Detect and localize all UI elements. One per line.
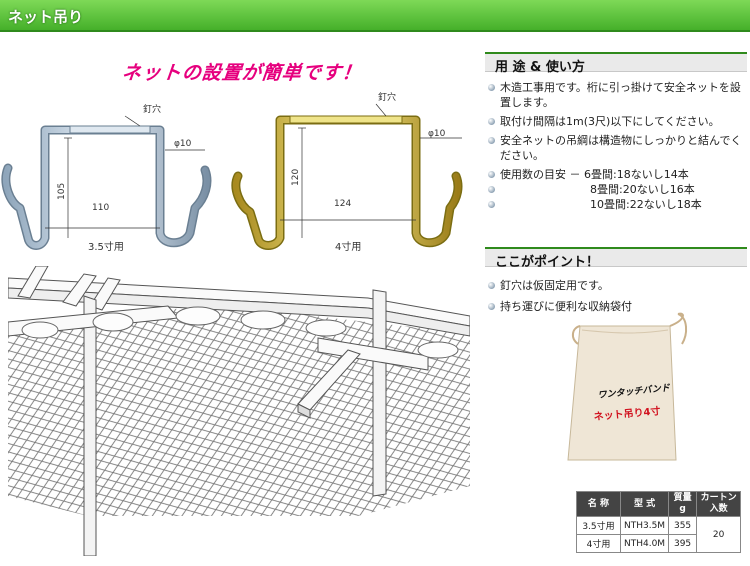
list-item: 木造工事用です。桁に引っ掛けて安全ネットを設置します。 [484,80,748,110]
cell-weight: 355 [668,516,698,535]
points-heading: ここがポイント！ [495,255,600,270]
cell-model: NTH3.5M [619,516,670,535]
height-label: 105 [57,183,67,200]
hanger-4-diagram: 釘穴 φ10 120 124 [231,91,463,250]
list-subitem: 10畳間:22ないし18本 [484,197,748,212]
page-title: ネット吊り [8,8,84,26]
header-model: 型 式 [619,491,670,517]
list-item: 安全ネットの吊綱は構造物にしっかりと結んでください。 [484,133,748,163]
width-label: 124 [334,199,351,209]
hanger-3-5-caption: 3.5寸用 [88,242,124,253]
height-label: 120 [291,169,301,186]
cell-name: 4寸用 [576,534,621,553]
hanger-3-5-diagram: 釘穴 φ10 105 110 [1,103,212,250]
list-item: 持ち運びに便利な収納袋付 [484,299,748,314]
usage-heading-bar: 用 途 & 使い方 [485,52,747,75]
title-bar: ネット吊り [0,0,750,32]
cell-carton-qty: 20 [696,516,742,553]
table-row: 4寸用 NTH4.0M 395 [576,534,741,553]
list-item: 釘穴は仮固定用です。 [484,278,748,293]
header-carton: カートン入数 [696,491,742,517]
list-subitem: 8畳間:20ないし16本 [484,182,748,197]
points-list: 釘穴は仮固定用です。 持ち運びに便利な収納袋付 [484,278,748,320]
hole-label: 釘穴 [378,91,396,103]
usage-heading: 用 途 & 使い方 [495,60,585,75]
header-name: 名 称 [576,491,621,517]
storage-bag-image: ワンタッチバンド ネット吊り4寸 [567,312,688,461]
diameter-label: φ10 [428,129,446,139]
installation-illustration [8,266,470,556]
diameter-label: φ10 [174,139,192,149]
points-heading-bar: ここがポイント！ [485,247,747,270]
cell-name: 3.5寸用 [576,516,621,535]
hole-label: 釘穴 [143,103,161,115]
cell-weight: 395 [668,534,698,553]
list-item: 使用数の目安 － 6畳間:18ないし14本 [484,167,748,182]
usage-list: 木造工事用です。桁に引っ掛けて安全ネットを設置します。 取付け間隔は1m(3尺)… [484,80,748,216]
tagline: ネットの設置が簡単です！ [120,62,364,84]
width-label: 110 [92,203,109,213]
table-row: 3.5寸用 NTH3.5M 355 20 [576,516,742,553]
list-item: 取付け間隔は1m(3尺)以下にしてください。 [484,114,748,129]
hanger-4-caption: 4寸用 [335,242,362,253]
cell-model: NTH4.0M [619,534,670,553]
